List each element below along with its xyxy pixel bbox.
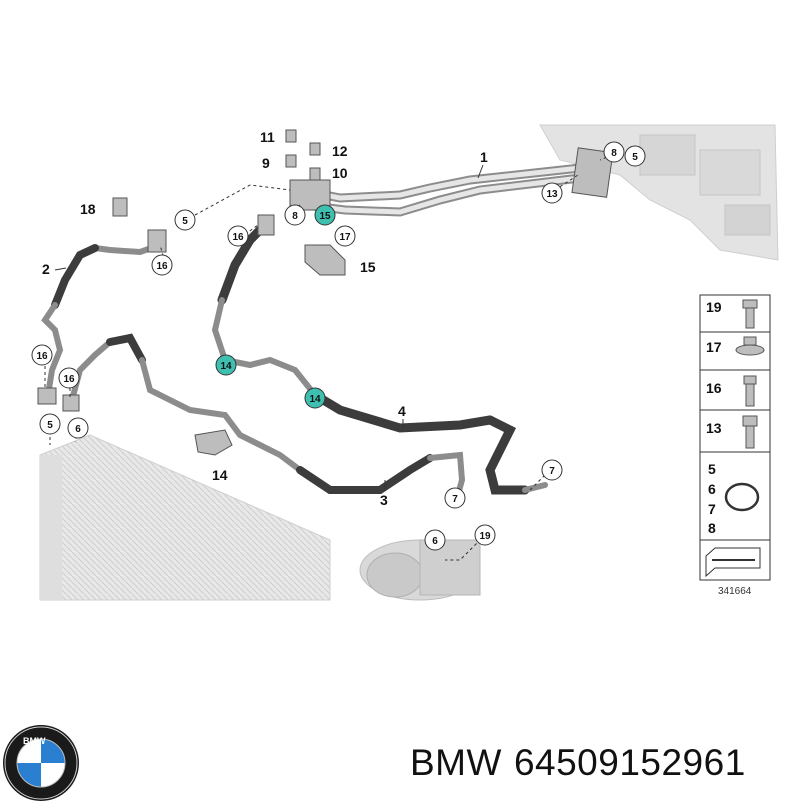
label-2: 2 — [42, 261, 50, 277]
label-9: 9 — [262, 155, 270, 171]
pipe-1 — [289, 147, 614, 217]
svg-text:8: 8 — [611, 148, 617, 159]
label-1: 1 — [480, 149, 488, 165]
svg-text:7: 7 — [549, 466, 555, 477]
callout-17: 17 — [334, 225, 356, 247]
label-18: 18 — [80, 201, 96, 217]
part-number: 64509152961 — [513, 742, 746, 783]
callout-8: 8 — [603, 141, 625, 163]
diagram-code: 341664 — [718, 586, 752, 597]
caps-9-12 — [285, 129, 321, 181]
pipe-2 — [37, 229, 167, 405]
svg-text:14: 14 — [309, 394, 321, 405]
svg-text:5: 5 — [182, 216, 188, 227]
label-10: 10 — [332, 165, 348, 181]
part-labels: 1 2 3 4 9 10 11 12 14 15 18 — [42, 129, 488, 508]
bmw-logo-icon: BMW — [3, 725, 79, 801]
svg-text:8: 8 — [292, 211, 298, 222]
bolt-icon — [742, 415, 758, 449]
legend-6: 6 — [708, 481, 716, 497]
callout-14-highlight: 14 — [304, 387, 326, 409]
label-15: 15 — [360, 259, 376, 275]
part-caption: BMW 64509152961 — [410, 738, 790, 788]
svg-text:7: 7 — [452, 494, 458, 505]
legend-8: 8 — [708, 520, 716, 536]
legend-17: 17 — [706, 339, 722, 355]
callout-19: 7 — [541, 459, 563, 481]
callout-16: 16 — [58, 367, 80, 389]
svg-text:BMW: BMW — [23, 736, 46, 746]
bracket-14 — [194, 429, 233, 456]
callout-16: 16 — [31, 344, 53, 366]
svg-text:6: 6 — [432, 536, 438, 547]
callout-6: 6 — [424, 529, 446, 551]
legend-5: 5 — [708, 461, 716, 477]
callout-8: 8 — [284, 204, 306, 226]
label-4: 4 — [398, 403, 406, 419]
legend-7: 7 — [708, 501, 716, 517]
callout-13: 13 — [541, 182, 563, 204]
svg-text:16: 16 — [36, 351, 48, 362]
legend-16: 16 — [706, 380, 722, 396]
callout-16: 16 — [151, 254, 173, 276]
compressor-ghost — [359, 539, 481, 601]
callout-16: 16 — [227, 225, 249, 247]
legend-panel: 19 17 16 13 5 6 7 8 341664 — [699, 294, 771, 597]
svg-text:16: 16 — [63, 374, 75, 385]
svg-text:15: 15 — [319, 211, 331, 222]
callout-6: 6 — [67, 417, 89, 439]
arrow-icon — [705, 547, 761, 578]
svg-text:5: 5 — [632, 152, 638, 163]
callout-5: 5 — [174, 209, 196, 231]
legend-19: 19 — [706, 299, 722, 315]
brand-name: BMW — [410, 742, 502, 783]
label-3: 3 — [380, 492, 388, 508]
label-14: 14 — [212, 467, 228, 483]
svg-text:13: 13 — [546, 189, 558, 200]
bolt-icon — [742, 299, 758, 329]
svg-text:16: 16 — [156, 261, 168, 272]
callout-5: 5 — [39, 413, 61, 435]
bolt-icon — [743, 375, 757, 407]
pipe-4 — [211, 214, 548, 495]
callout-14-highlight: 14 — [215, 354, 237, 376]
svg-text:16: 16 — [232, 232, 244, 243]
svg-text:19: 19 — [479, 531, 491, 542]
svg-text:14: 14 — [220, 361, 232, 372]
svg-text:6: 6 — [75, 424, 81, 435]
legend-13: 13 — [706, 420, 722, 436]
label-11: 11 — [260, 129, 275, 145]
sensor-18 — [112, 197, 128, 217]
callout-19: 7 — [444, 487, 466, 509]
callouts: 5 16 8 16 17 15 14 14 13 8 5 16 16 5 6 7… — [31, 141, 646, 551]
callout-15-highlight: 15 — [314, 204, 336, 226]
svg-text:17: 17 — [339, 232, 351, 243]
bracket-15 — [304, 244, 346, 276]
radiator-ghost — [39, 434, 331, 601]
callout-7: 19 — [474, 524, 496, 546]
o-ring-icon — [724, 482, 760, 512]
svg-text:5: 5 — [47, 420, 53, 431]
callout-5: 5 — [624, 145, 646, 167]
label-12: 12 — [332, 143, 348, 159]
flange-bolt-icon — [735, 336, 765, 356]
